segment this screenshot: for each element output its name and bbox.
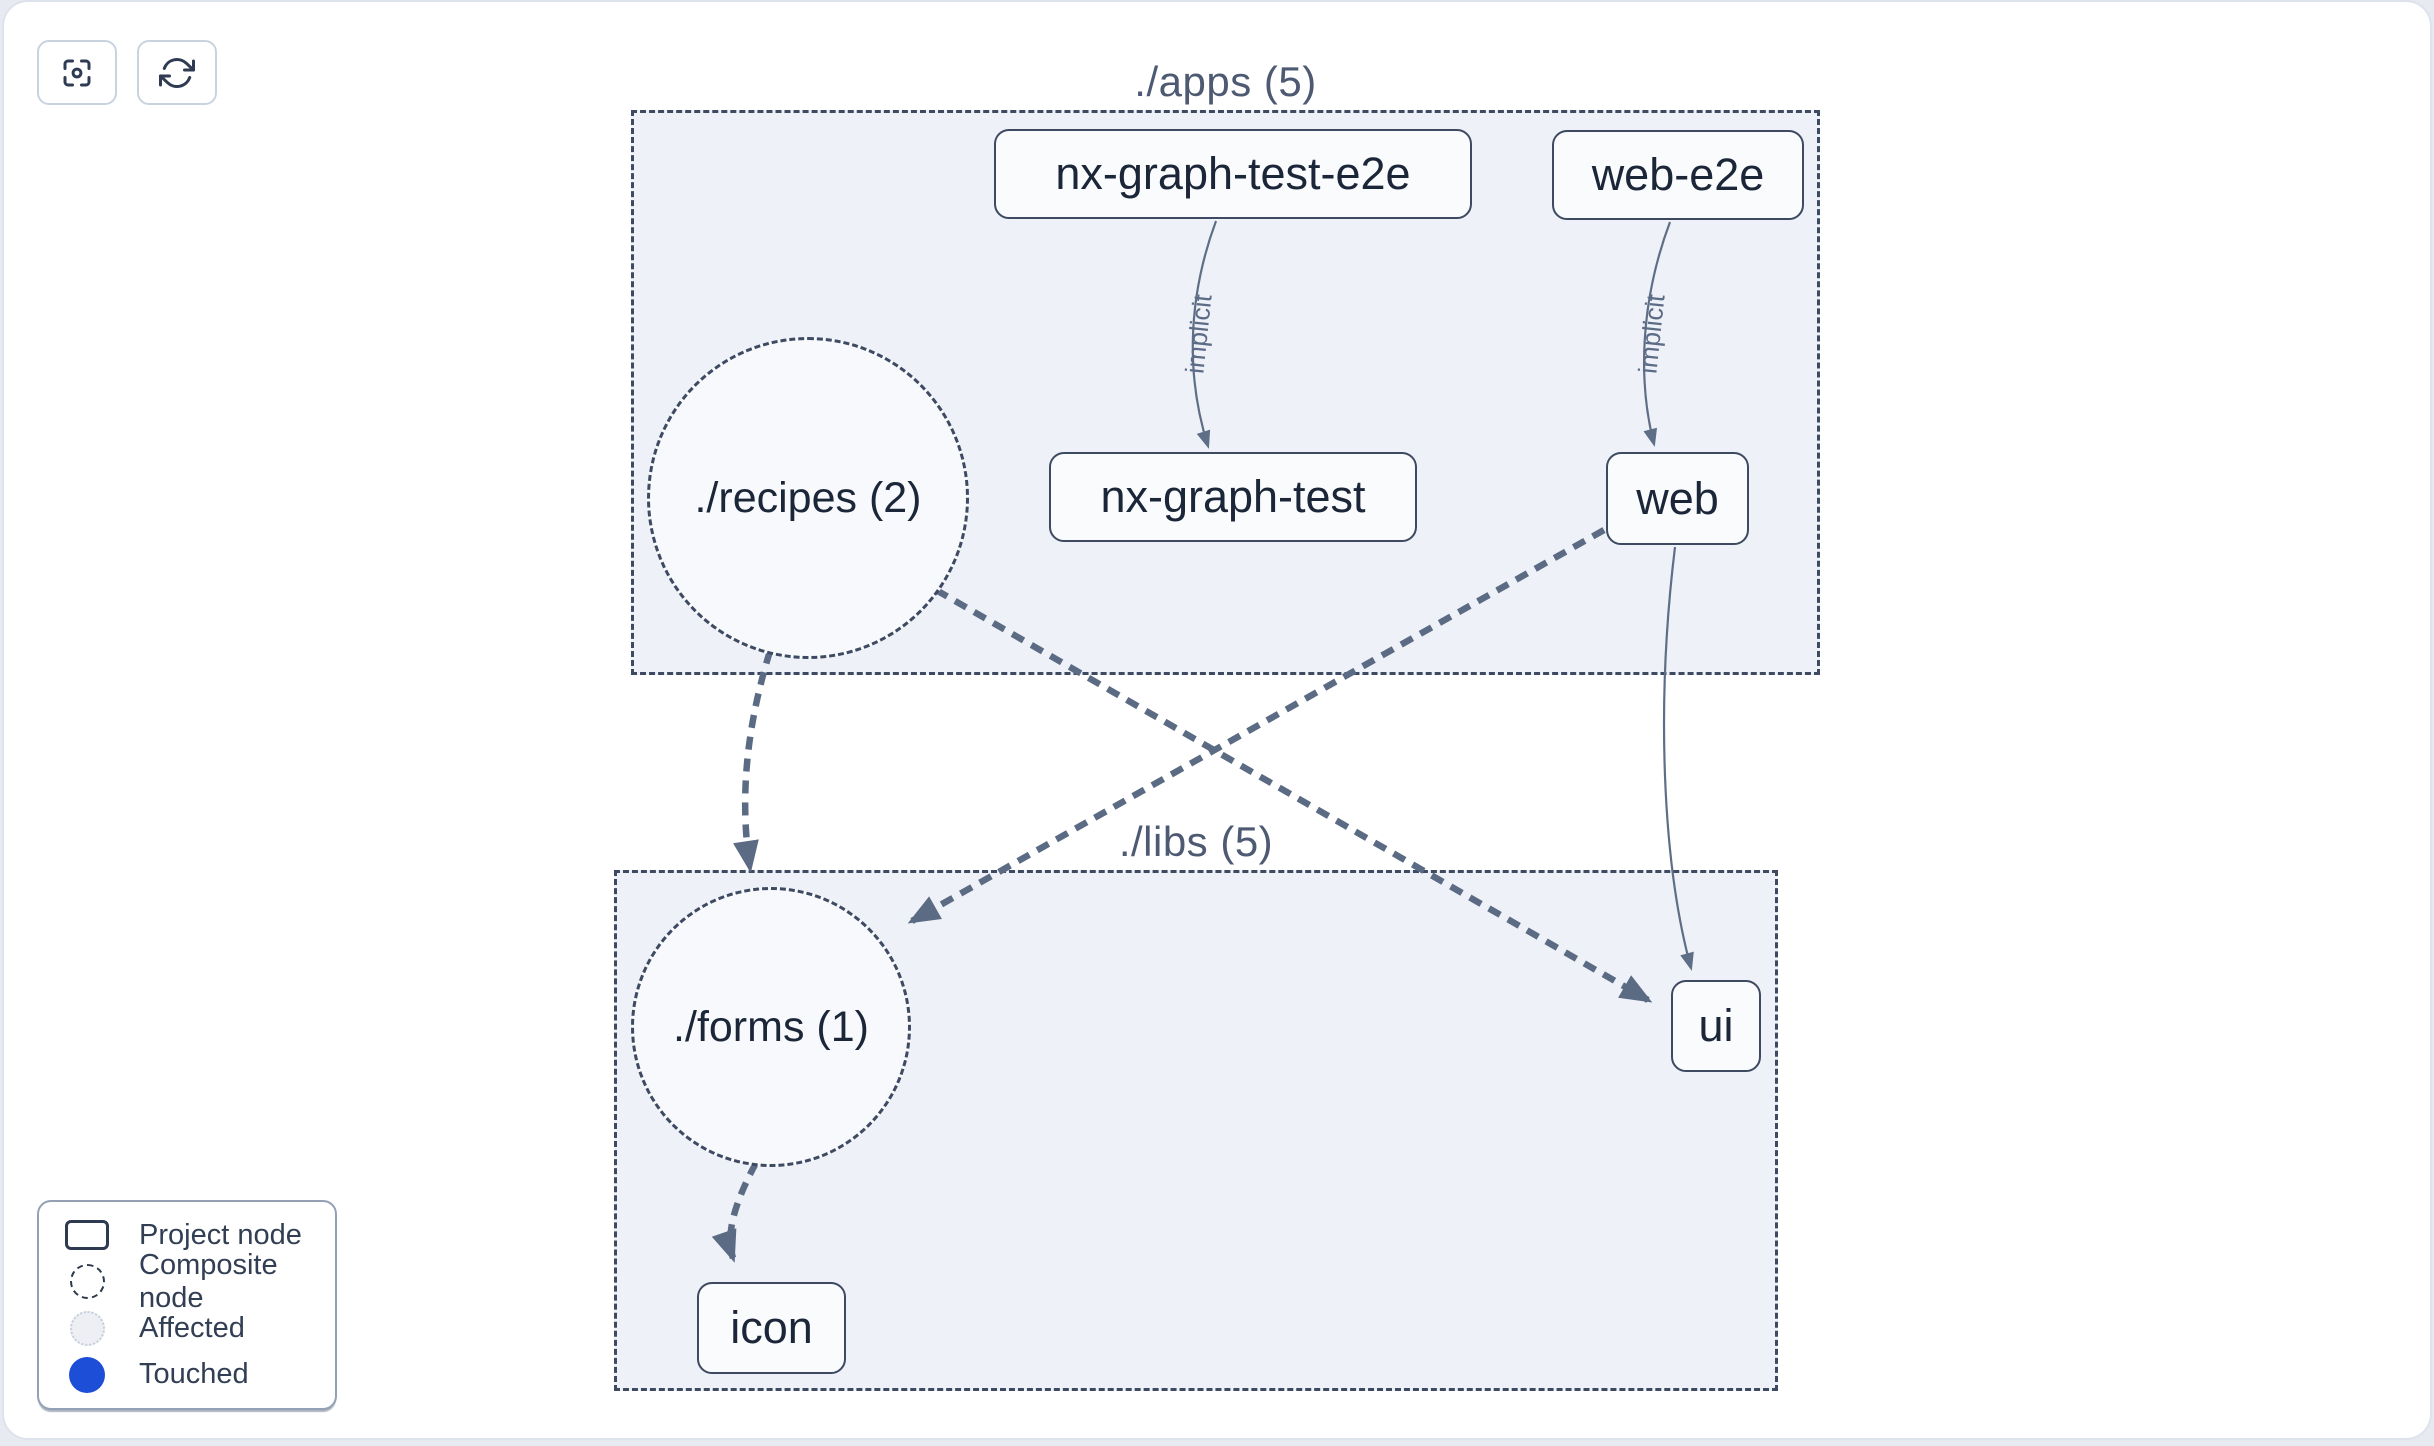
focus-crosshair-icon (63, 59, 91, 86)
edge-web-to-forms (907, 527, 1606, 924)
edge-forms-to-icon (711, 1161, 759, 1263)
composite-node-swatch-icon (63, 1264, 111, 1300)
edge-web-to-ui (1662, 546, 1694, 971)
project-node-nx-graph-test[interactable]: nx-graph-test (1049, 452, 1417, 542)
composite-node-recipes-label: ./recipes (2) (694, 473, 922, 522)
edge-recipes-to-ui (934, 587, 1653, 1003)
edge-web-e2e-to-web (1643, 221, 1672, 447)
legend-label: Touched (139, 1358, 249, 1391)
project-node-nx-graph-test-e2e[interactable]: nx-graph-test-e2e (994, 129, 1472, 219)
legend: Project node Composite node Affected Tou… (37, 1200, 337, 1410)
project-node-web-e2e[interactable]: web-e2e (1552, 130, 1804, 220)
focus-reset-button[interactable] (37, 40, 117, 105)
edge-nx-graph-test-e2e-to-nx-graph-test (1191, 220, 1218, 449)
project-node-swatch-icon (63, 1220, 111, 1251)
toolbar (37, 40, 217, 105)
composite-node-forms-label: ./forms (1) (673, 1002, 869, 1051)
affected-swatch-icon (63, 1310, 111, 1346)
group-libs-label: ./libs (5) (1118, 818, 1274, 865)
composite-node-forms[interactable]: ./forms (1) (631, 887, 911, 1167)
touched-swatch-icon (63, 1356, 111, 1393)
project-node-label: web (1636, 472, 1719, 524)
group-apps-label: ./apps (5) (1134, 58, 1317, 105)
project-node-label: ui (1698, 1000, 1734, 1051)
refresh-button[interactable] (137, 40, 217, 105)
edges-layer (711, 220, 1694, 1263)
project-node-label: nx-graph-test (1100, 471, 1366, 522)
legend-item-affected: Affected (63, 1306, 335, 1350)
project-node-icon[interactable]: icon (697, 1282, 846, 1374)
composite-node-recipes[interactable]: ./recipes (2) (647, 337, 969, 659)
legend-label: Affected (139, 1311, 245, 1344)
legend-label: Project node (139, 1218, 302, 1251)
refresh-sync-icon (159, 57, 195, 88)
legend-item-composite-node: Composite node (63, 1249, 335, 1314)
legend-item-project-node: Project node (63, 1213, 335, 1257)
legend-item-touched: Touched (63, 1353, 335, 1397)
project-node-label: icon (730, 1302, 813, 1353)
project-node-label: nx-graph-test-e2e (1055, 148, 1411, 199)
legend-label: Composite node (139, 1248, 278, 1314)
edge-recipes-to-forms (733, 650, 774, 873)
project-node-label: web-e2e (1591, 149, 1765, 200)
project-node-web[interactable]: web (1606, 452, 1749, 545)
project-node-ui[interactable]: ui (1671, 980, 1761, 1072)
